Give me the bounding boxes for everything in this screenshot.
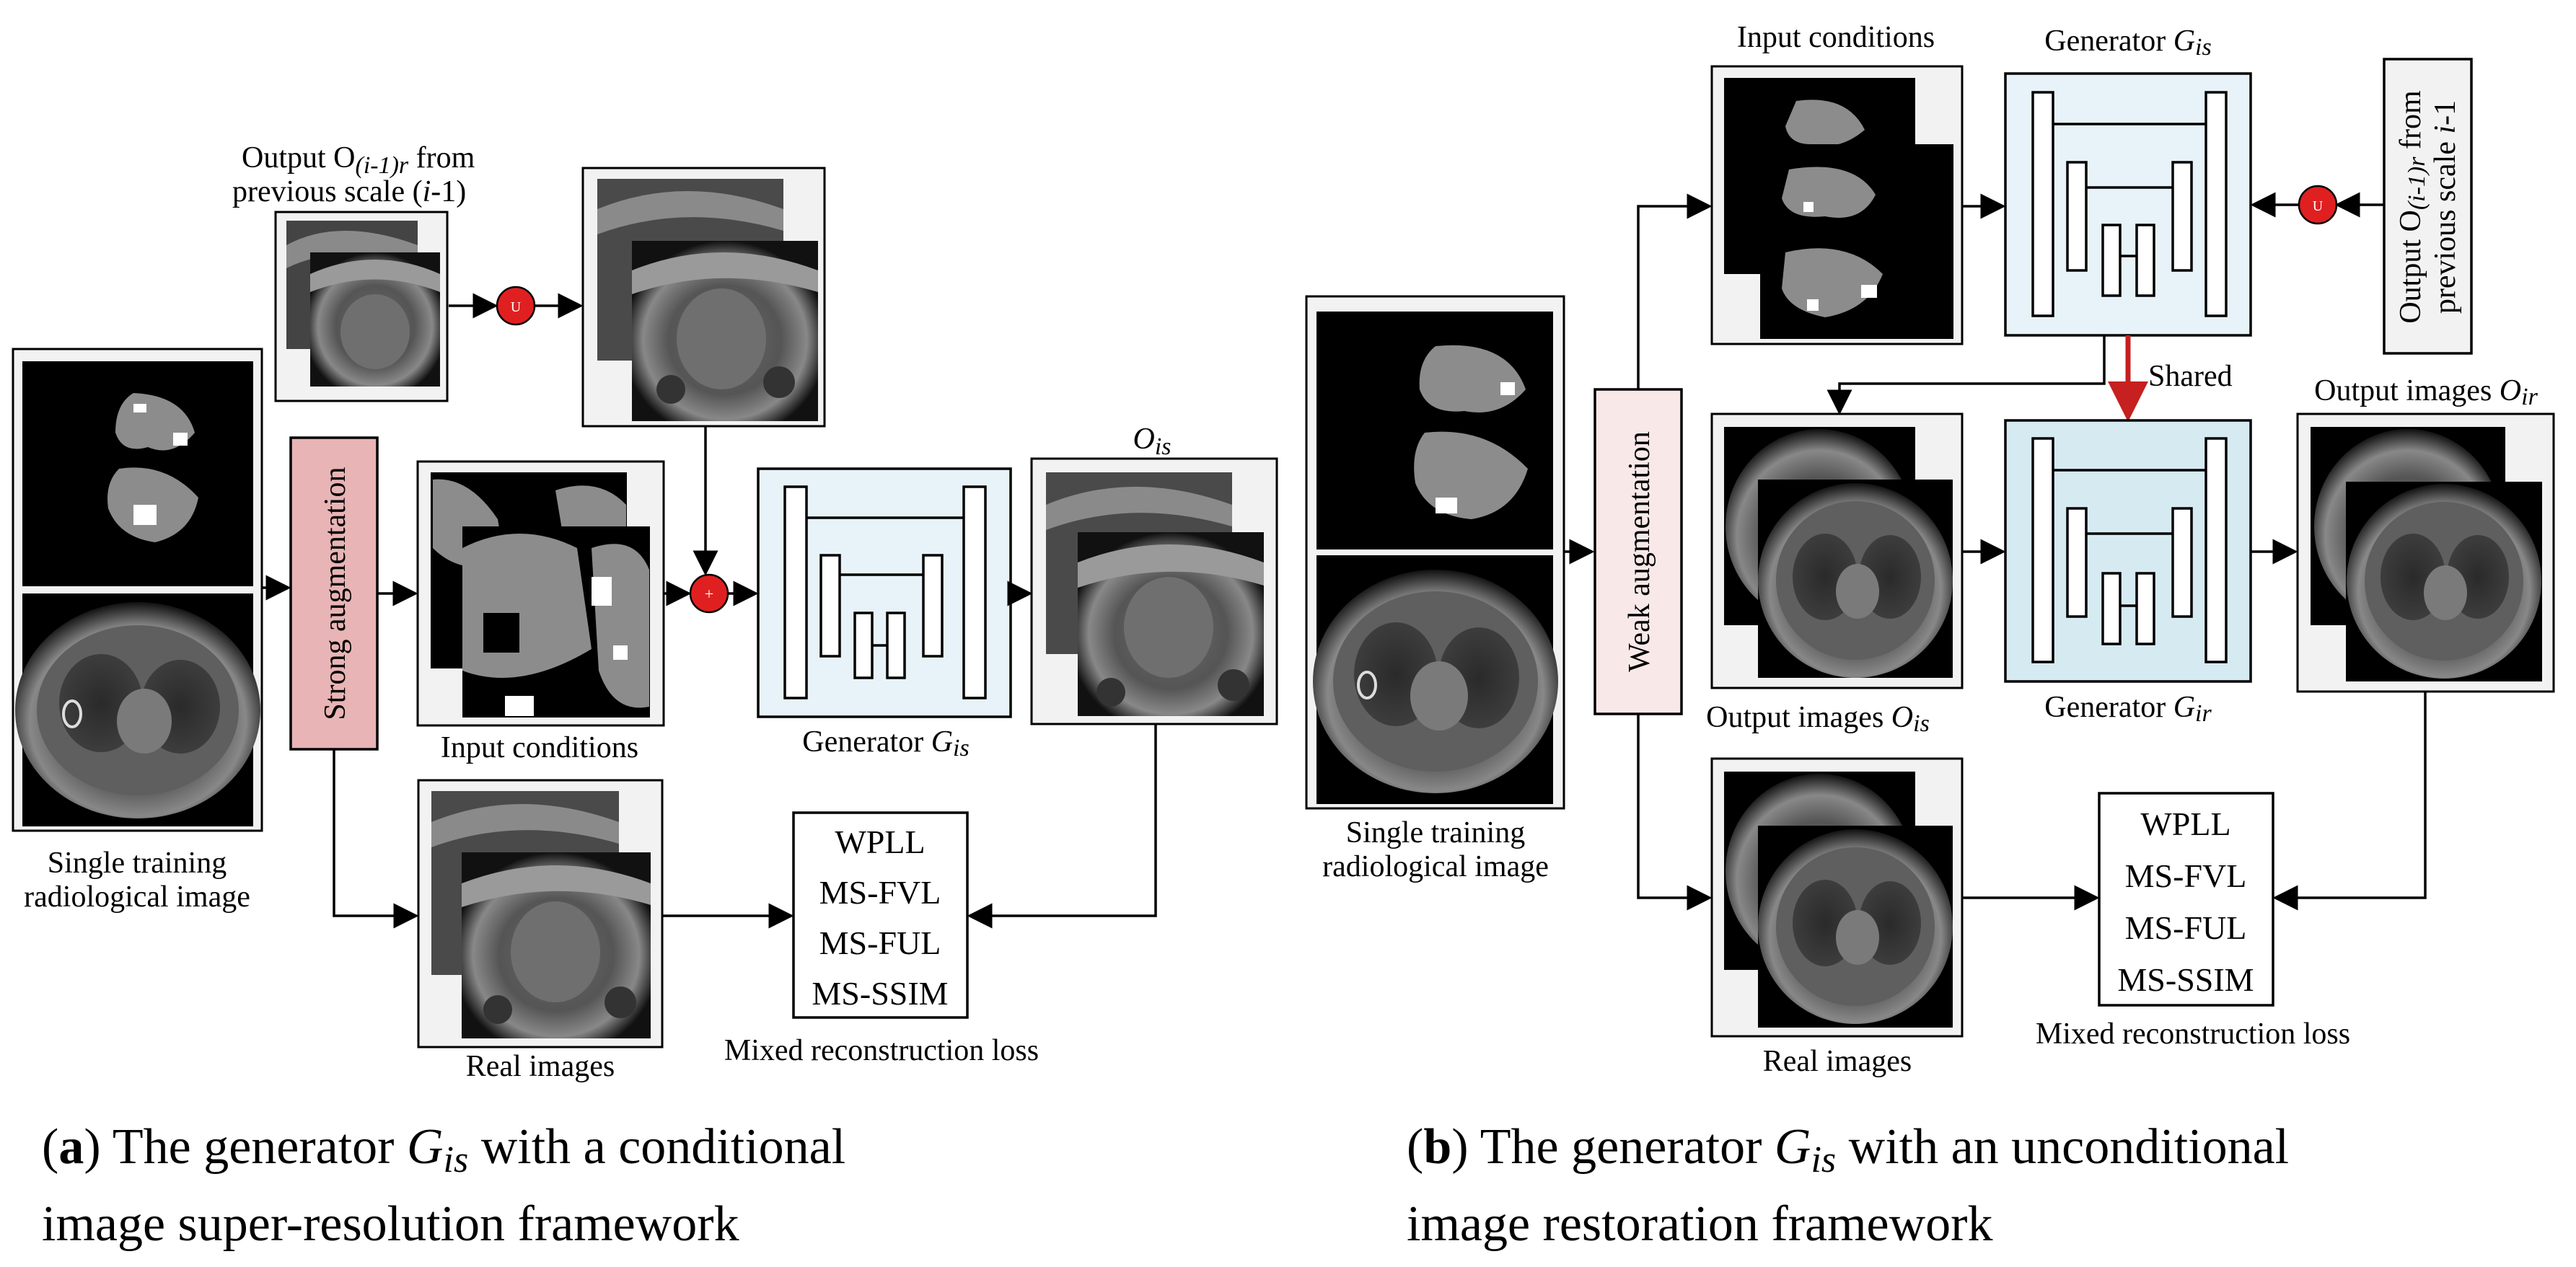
- input-conditions-a: [416, 460, 665, 727]
- arrow-output-ir-to-loss-b: [2272, 692, 2427, 911]
- weak-augmentation-label: Weak augmentation: [1623, 431, 1656, 672]
- prev-output-box-b: [2383, 58, 2473, 355]
- loss-item-a-0: WPLL: [835, 824, 925, 860]
- output-ir-thumbnail-b: [2296, 412, 2555, 693]
- loss-item-a-2: MS-FUL: [819, 924, 941, 961]
- caption-b-line2: image restoration framework: [1407, 1196, 1992, 1252]
- loss-item-b-3: MS-SSIM: [2117, 961, 2254, 998]
- real-images-b: [1710, 757, 1964, 1038]
- output-is-label-a: Ois: [1133, 423, 1171, 460]
- single-training-label-b-1: Single training: [1346, 816, 1525, 849]
- prev-output-label: Output O(i-1)r from: [242, 141, 475, 179]
- strong-augmentation-label: Strong augmentation: [319, 467, 352, 720]
- shared-label: Shared: [2148, 360, 2233, 393]
- arrow-generator-to-output-is: [1827, 335, 2106, 415]
- add-op-a-label: +: [705, 585, 713, 603]
- loss-item-a-1: MS-FVL: [819, 874, 941, 911]
- caption-a-line1: (a) The generator Gis with a conditional: [42, 1119, 845, 1180]
- input-conditions-label-a: Input conditions: [441, 731, 638, 764]
- prev-output-label-b-2: previous scale i-1: [2429, 100, 2462, 314]
- input-conditions-b: [1710, 65, 1964, 345]
- caption-a-line2: image super-resolution framework: [42, 1196, 739, 1252]
- output-is-thumbnail-b: [1710, 412, 1964, 689]
- real-images-label-b: Real images: [1763, 1045, 1912, 1078]
- single-training-image-a: [12, 348, 263, 832]
- generator-bottom-label-b: Generator Gir: [2044, 691, 2212, 727]
- mixed-loss-label-a: Mixed reconstruction loss: [724, 1034, 1039, 1067]
- output-ir-label-b: Output images Oir: [2314, 374, 2538, 410]
- generator-a: [757, 467, 1012, 718]
- input-conditions-label-b: Input conditions: [1737, 21, 1935, 54]
- single-training-label-b-2: radiological image: [1322, 850, 1549, 883]
- loss-item-a-3: MS-SSIM: [812, 975, 948, 1012]
- mixed-loss-label-b: Mixed reconstruction loss: [2036, 1017, 2350, 1051]
- loss-box-a: [792, 811, 969, 1019]
- single-training-image-b: [1305, 295, 1565, 810]
- output-is-thumbnail-a: [1030, 457, 1278, 725]
- loss-item-b-2: MS-FUL: [2125, 909, 2247, 946]
- arrow-output-to-loss-a: [967, 724, 1157, 929]
- generator-top-b: [2004, 72, 2252, 337]
- generator-label-a: Generator Gis: [802, 725, 969, 761]
- real-images-a: [417, 779, 664, 1049]
- generator-top-label-b: Generator Gis: [2044, 25, 2211, 61]
- output-is-label-b: Output images Ois: [1706, 701, 1930, 737]
- add-op-a: [689, 573, 729, 614]
- arrow-weakaug-to-input: [1637, 193, 1713, 389]
- prev-output-label-line2: previous scale (i-1): [232, 175, 466, 208]
- loss-item-b-0: WPLL: [2140, 805, 2230, 842]
- generator-bottom-b: [2004, 419, 2252, 683]
- prev-output-label-b-1: Output O(i-1)r from: [2394, 90, 2430, 324]
- prev-output-thumbnail: [274, 211, 449, 402]
- upsample-op-b-label: U: [2313, 198, 2324, 214]
- arrow-strongaug-to-real: [333, 749, 419, 929]
- upscaled-thumbnail: [581, 167, 826, 428]
- single-training-label-a-1: Single training: [48, 847, 227, 880]
- loss-item-b-1: MS-FVL: [2125, 857, 2247, 894]
- real-images-label-a: Real images: [466, 1050, 615, 1083]
- single-training-label-a-2: radiological image: [24, 880, 250, 914]
- arrow-weakaug-to-real: [1637, 714, 1713, 911]
- upsample-op-a-label: U: [511, 299, 522, 315]
- weak-augmentation-box: [1593, 388, 1683, 715]
- caption-b-line1: (b) The generator Gis with an unconditio…: [1407, 1119, 2289, 1180]
- panel-b: Single training radiological image Weak …: [1305, 21, 2555, 1252]
- loss-box-b: [2098, 792, 2274, 1007]
- panel-a: Output O(i-1)r from previous scale (i-1)…: [12, 141, 1278, 1252]
